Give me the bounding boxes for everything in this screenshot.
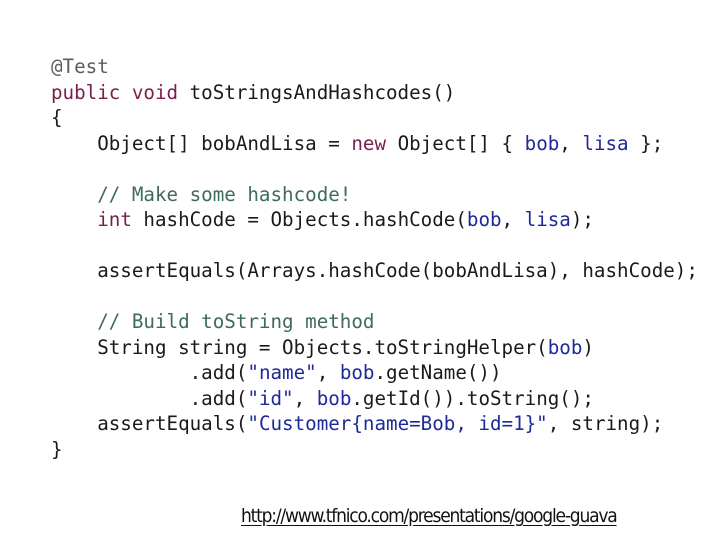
code-token: // Make some hashcode! — [51, 182, 352, 206]
code-token: assertEquals(Arrays.hashCode(bobAndLisa)… — [51, 259, 698, 282]
code-token: assertEquals( — [51, 412, 248, 435]
code-line: } — [51, 437, 698, 463]
code-token: , — [559, 131, 583, 155]
code-line: @Test — [51, 54, 698, 80]
code-token: @Test — [51, 55, 109, 78]
code-token: , — [316, 361, 340, 384]
code-line: int hashCode = Objects.hashCode(bob, lis… — [51, 207, 698, 233]
code-line: // Build toString method — [51, 309, 698, 335]
code-line: { — [51, 105, 698, 131]
code-line: String string = Objects.toStringHelper(b… — [51, 335, 698, 361]
code-line: public void toStringsAndHashcodes() — [51, 80, 698, 106]
code-line: assertEquals(Arrays.hashCode(bobAndLisa)… — [51, 258, 698, 284]
code-token: { — [51, 106, 63, 129]
code-token: bob — [339, 361, 375, 384]
code-token: Object[] bobAndLisa = — [51, 131, 352, 155]
code-token: , — [293, 386, 317, 410]
code-token: ); — [570, 208, 594, 231]
code-token: String string = Objects.toStringHelper( — [51, 335, 548, 359]
code-line: // Make some hashcode! — [51, 182, 698, 208]
code-token: int — [97, 208, 132, 231]
code-token: lisa — [582, 131, 629, 155]
code-token: , — [501, 208, 525, 231]
code-token: Object[] { — [386, 131, 525, 155]
code-token: "Customer{name=Bob, id=1}" — [247, 412, 548, 435]
code-line: .add("id", bob.getId()).toString(); — [51, 386, 698, 412]
code-token: "name" — [247, 361, 317, 384]
code-token: bob — [524, 131, 560, 155]
code-token: }; — [628, 131, 664, 155]
code-token: toStringsAndHashcodes() — [189, 80, 456, 104]
code-token: // Build toString method — [51, 310, 375, 333]
code-token: new — [351, 131, 387, 155]
code-token: bob — [466, 208, 502, 231]
code-line — [51, 156, 698, 182]
code-token: bob — [316, 386, 352, 410]
code-token: lisa — [524, 208, 571, 231]
code-token — [51, 208, 97, 231]
code-line: assertEquals("Customer{name=Bob, id=1}",… — [51, 411, 698, 437]
code-token: ) — [582, 335, 594, 359]
code-token: , string); — [547, 412, 664, 435]
code-token: .getId()).toString(); — [351, 386, 594, 410]
code-token: public void — [51, 80, 190, 104]
code-token: } — [51, 437, 63, 461]
code-token: hashCode = Objects.hashCode( — [131, 208, 467, 231]
code-line — [51, 284, 698, 310]
code-token: .add( — [51, 361, 248, 384]
code-token: "id" — [247, 386, 294, 410]
code-line — [51, 233, 698, 259]
code-token: .add( — [51, 386, 248, 410]
code-token: bob — [547, 335, 583, 359]
code-line: .add("name", bob.getName()) — [51, 360, 698, 386]
source-url-link[interactable]: http://www.tfnico.com/presentations/goog… — [241, 505, 618, 527]
code-token: .getName()) — [374, 361, 502, 384]
code-line: Object[] bobAndLisa = new Object[] { bob… — [51, 131, 698, 157]
